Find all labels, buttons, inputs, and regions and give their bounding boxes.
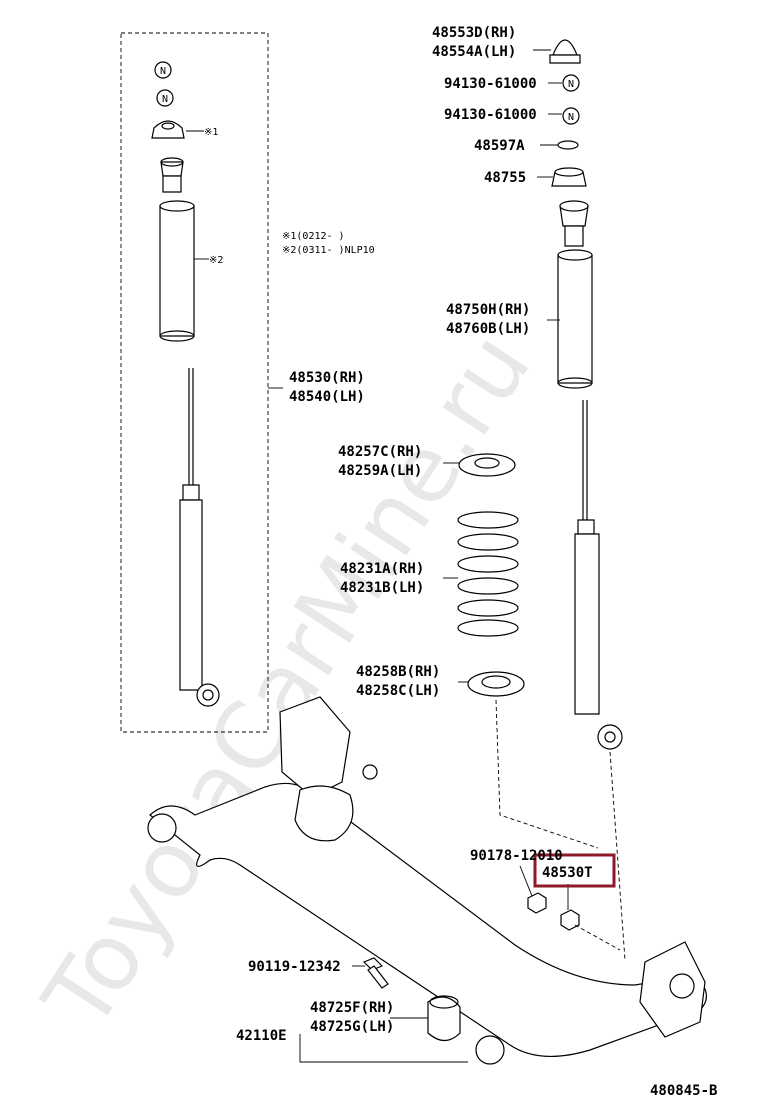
coil-spring-icon: [457, 511, 519, 637]
label-42110e[interactable]: 42110E: [236, 1028, 287, 1044]
spring-seat-lower-icon: [467, 671, 525, 697]
label-48257c[interactable]: 48257C(RH): [338, 444, 422, 460]
leader: [519, 865, 533, 897]
cap-icon: [549, 39, 581, 64]
rear-axle-beam-icon: [147, 696, 707, 1065]
nut-icon: N: [562, 107, 580, 125]
assembly-box: [120, 32, 269, 733]
diagram-code: 480845-B: [650, 1083, 717, 1099]
dust-cover-right-icon: [557, 249, 593, 389]
label-90178[interactable]: 90178-12010: [470, 848, 563, 864]
label-48553d[interactable]: 48553D(RH): [432, 25, 516, 41]
label-48530[interactable]: 48530(RH): [289, 370, 365, 386]
mount-icon: [551, 167, 587, 187]
label-48231a[interactable]: 48231A(RH): [340, 561, 424, 577]
nut-48530t-icon: [560, 909, 580, 931]
note-mark-2: ※2: [209, 255, 223, 266]
label-48725g[interactable]: 48725G(LH): [310, 1019, 394, 1035]
label-48597a[interactable]: 48597A: [474, 138, 525, 154]
label-48750h[interactable]: 48750H(RH): [446, 302, 530, 318]
nut-icon: N: [562, 74, 580, 92]
label-94130-b[interactable]: 94130-61000: [444, 107, 537, 123]
label-48231b[interactable]: 48231B(LH): [340, 580, 424, 596]
label-48755[interactable]: 48755: [484, 170, 526, 186]
bump-stop-icon: [160, 157, 184, 193]
shock-absorber-left-icon: [179, 368, 220, 707]
bump-stop-right-icon: [559, 200, 589, 247]
note-1: ※1(0212- ): [282, 231, 345, 242]
nut-90178-icon: [527, 892, 547, 914]
svg-text:N: N: [568, 112, 574, 123]
label-48258b[interactable]: 48258B(RH): [356, 664, 440, 680]
nut-icon: N: [156, 89, 174, 107]
label-94130-a[interactable]: 94130-61000: [444, 76, 537, 92]
label-48760b[interactable]: 48760B(LH): [446, 321, 530, 337]
label-48725f[interactable]: 48725F(RH): [310, 1000, 394, 1016]
nut-icon: N: [154, 61, 172, 79]
label-48259a[interactable]: 48259A(LH): [338, 463, 422, 479]
label-48554a[interactable]: 48554A(LH): [432, 44, 516, 60]
label-48258c[interactable]: 48258C(LH): [356, 683, 440, 699]
guide-line: [574, 924, 621, 951]
label-90119[interactable]: 90119-12342: [248, 959, 341, 975]
bolt-90119-icon: [362, 957, 389, 989]
svg-text:N: N: [568, 79, 574, 90]
label-48530t[interactable]: 48530T: [542, 865, 593, 881]
note-mark-1: ※1: [204, 127, 218, 138]
note-2: ※2(0311- )NLP10: [282, 245, 375, 256]
bushing-icon: [427, 995, 461, 1042]
svg-text:N: N: [162, 94, 168, 105]
spring-seat-upper-icon: [458, 453, 516, 477]
shock-absorber-right-icon: [574, 400, 623, 750]
guide-line: [495, 699, 599, 849]
svg-text:N: N: [160, 66, 166, 77]
label-48540[interactable]: 48540(LH): [289, 389, 365, 405]
dust-cover-icon: [159, 200, 195, 342]
highlight-box-48530t[interactable]: [533, 853, 616, 888]
leader-42110e: [299, 1034, 468, 1063]
upper-mount-icon: [151, 120, 185, 139]
washer-icon: [557, 140, 579, 150]
